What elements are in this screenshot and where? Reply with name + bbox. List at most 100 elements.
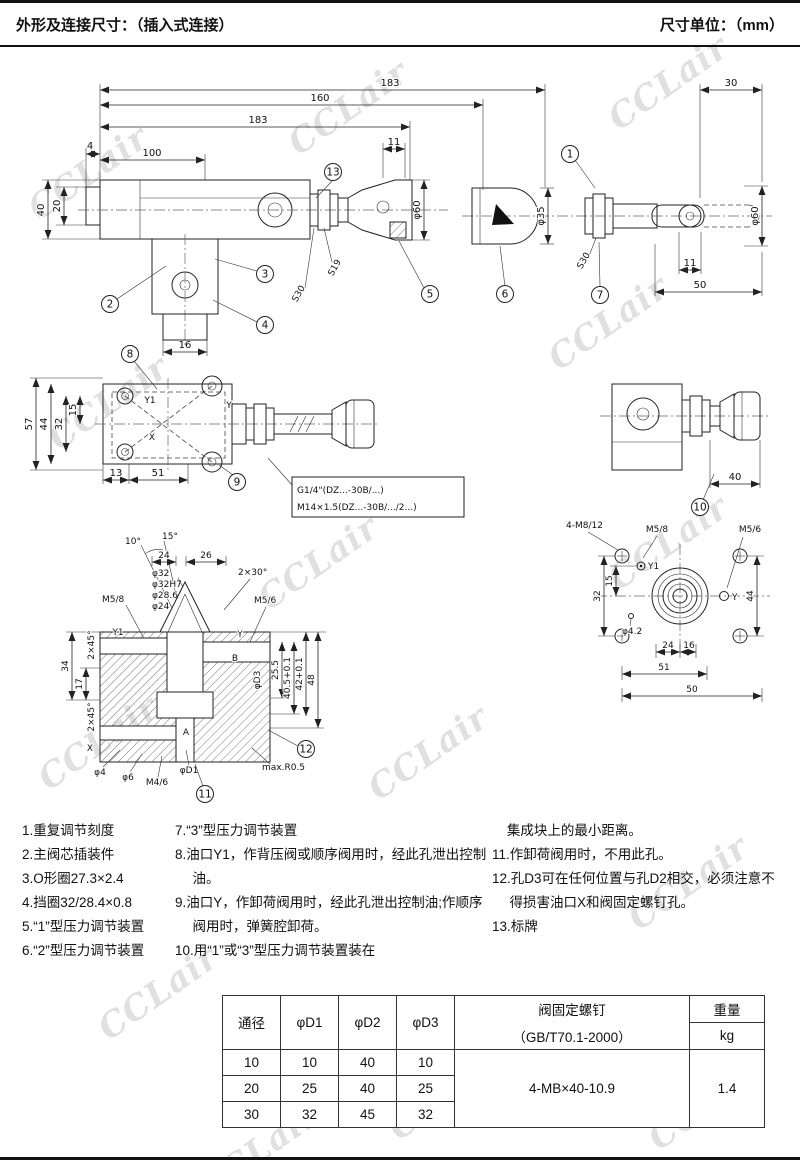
cell-d3: 10 [396, 1048, 455, 1076]
cell-dn: 10 [222, 1048, 281, 1076]
view-top: 57 44 32 15 Y1 Y X 13 51 [23, 345, 465, 518]
section-a-label: A [183, 728, 190, 738]
note-1: 1.重复调节刻度 [22, 823, 115, 838]
dim-2x45-bottom: 2×45° [87, 702, 97, 731]
cell-d2: 45 [338, 1100, 397, 1128]
dim-16-f: 16 [683, 641, 695, 651]
cell-d3: 32 [396, 1100, 455, 1128]
dim-phi35: φ35 [536, 206, 547, 225]
view-side: 183 160 30 183 11 4 100 16 20 40 φ60 [35, 77, 763, 356]
dim-183-total: 183 [380, 78, 399, 89]
dim-phi24: φ24 [152, 602, 170, 612]
dim-30: 30 [725, 78, 738, 89]
callout-6: 6 [502, 289, 509, 301]
port-y1-face: Y1 [647, 562, 659, 572]
dim-phi32: φ32 [152, 569, 169, 579]
cell-dn: 30 [222, 1100, 281, 1128]
page-header: 外形及连接尺寸：（插入式连接） 尺寸单位：（mm） [0, 3, 800, 47]
callout-2: 2 [107, 299, 114, 311]
note-9: 9.油口Y，作卸荷阀用时，经此孔泄出控制油;作顺序阀用时，弹簧腔卸荷。 [175, 895, 483, 935]
callout-10: 10 [693, 502, 706, 514]
dim-4m8: 4-M8/12 [566, 521, 603, 531]
port-y1-top: Y1 [143, 396, 155, 406]
note-6: 6.“2”型压力调节装置 [22, 943, 145, 959]
dim-32-c: 32 [54, 418, 65, 431]
note-7: 7.“3”型压力调节装置 [175, 823, 298, 838]
dim-51: 51 [152, 468, 165, 479]
dim-183: 183 [248, 115, 267, 126]
dim-44-c: 44 [39, 418, 50, 431]
dim-phi286: φ28.6 [152, 591, 178, 601]
table-row: 20 25 40 25 [222, 1074, 765, 1102]
callout-9: 9 [234, 477, 241, 489]
port-y-top: Y [225, 401, 232, 411]
dim-phi60: φ60 [412, 200, 423, 219]
cell-d1: 10 [280, 1048, 339, 1076]
dim-13: 13 [110, 468, 123, 479]
dim-phi42: φ4.2 [622, 627, 642, 637]
note-10: 10.用“1”或“3”型压力调节装置装在 [175, 943, 376, 959]
table-header-d3: φD3 [396, 995, 455, 1050]
note-10-continued: 集成块上的最小距离。 [506, 823, 642, 838]
dim-phi4: φ4 [94, 768, 106, 778]
technical-drawing: 183 160 30 183 11 4 100 16 20 40 φ60 [23, 77, 772, 803]
dim-s19: S19 [327, 258, 344, 278]
dim-20: 20 [52, 200, 63, 213]
cell-screw-value: 4-MB×40-10.9 [454, 1048, 690, 1128]
note-4: 4.挡圈32/28.4×0.8 [22, 895, 132, 911]
port-y-section: Y [236, 630, 243, 640]
table-header-weight: 重量 [689, 995, 765, 1023]
dim-m56-f: M5/6 [739, 525, 762, 535]
callout-11: 11 [198, 789, 211, 801]
dim-51-f: 51 [658, 663, 669, 673]
table-header-d1: φD1 [280, 995, 339, 1050]
thread-note-1: G1/4"(DZ...-30B/...) [297, 486, 384, 496]
notes-column-2: 7.“3”型压力调节装置 8.油口Y1，作背压阀或顺序阀用时，经此孔泄出控制油。… [175, 819, 490, 963]
note-11: 11.作卸荷阀用时，不用此孔。 [492, 847, 672, 863]
port-x-top: X [149, 433, 155, 443]
dim-50-f: 50 [686, 685, 698, 695]
cell-dn: 20 [222, 1074, 281, 1102]
dim-m58: M5/8 [102, 595, 125, 605]
note-5: 5.“1”型压力调节装置 [22, 919, 145, 935]
dim-32-f: 32 [593, 590, 603, 601]
dim-phid3: φD3 [253, 671, 263, 690]
dim-44-f: 44 [746, 590, 756, 602]
table-header-diameter: 通径 [222, 995, 281, 1050]
callout-4: 4 [262, 320, 269, 332]
dim-57: 57 [24, 418, 35, 431]
notes-column-1: 1.重复调节刻度 2.主阀芯插装件 3.O形圈27.3×2.4 4.挡圈32/2… [0, 819, 175, 963]
dim-s30-b: S30 [576, 251, 593, 271]
dim-48: 48 [307, 674, 317, 686]
dim-11-b: 11 [684, 258, 697, 269]
dim-15-f: 15 [605, 575, 615, 586]
cell-d2: 40 [338, 1048, 397, 1076]
dim-phid1: φD1 [180, 766, 199, 776]
cell-d1: 32 [280, 1100, 339, 1128]
dim-m56: M5/6 [254, 596, 277, 606]
note-3: 3.O形圈27.3×2.4 [22, 871, 124, 887]
note-12: 12.孔D3可在任何位置与孔D2相交，必须注意不得损害油口X和阀固定螺钉孔。 [492, 871, 775, 911]
table-header-weight-unit: kg [689, 1022, 765, 1050]
table-row: 30 32 45 32 [222, 1100, 765, 1128]
note-2: 2.主阀芯插装件 [22, 847, 115, 863]
dim-26: 26 [200, 551, 212, 561]
callout-8: 8 [127, 349, 134, 361]
dim-2x30: 2×30° [238, 568, 267, 578]
dim-34: 34 [61, 660, 71, 672]
thread-note-2: M14×1.5(DZ...-30B/.../2...) [297, 503, 417, 513]
dim-25-5: 25.5 [271, 660, 281, 680]
dim-phi60-b: φ60 [750, 206, 761, 225]
view-adjuster-2: φ35 φ60 S30 11 50 1 [462, 145, 772, 304]
dim-16: 16 [179, 340, 192, 351]
unit-label: 尺寸单位：（mm） [659, 16, 784, 34]
note-13: 13.标牌 [492, 919, 538, 935]
dim-17: 17 [75, 678, 85, 689]
dim-4: 4 [87, 141, 93, 152]
notes-column-3: 集成块上的最小距离。 11.作卸荷阀用时，不用此孔。 12.孔D3可在任何位置与… [490, 819, 778, 963]
view-hole-pattern: 4-M8/12 M5/8 M5/6 Y1 Y [565, 520, 770, 702]
table-header-screw-std: （GB/T70.1-2000） [454, 1022, 690, 1050]
cell-d2: 40 [338, 1074, 397, 1102]
dim-15-c: 15 [68, 404, 79, 417]
